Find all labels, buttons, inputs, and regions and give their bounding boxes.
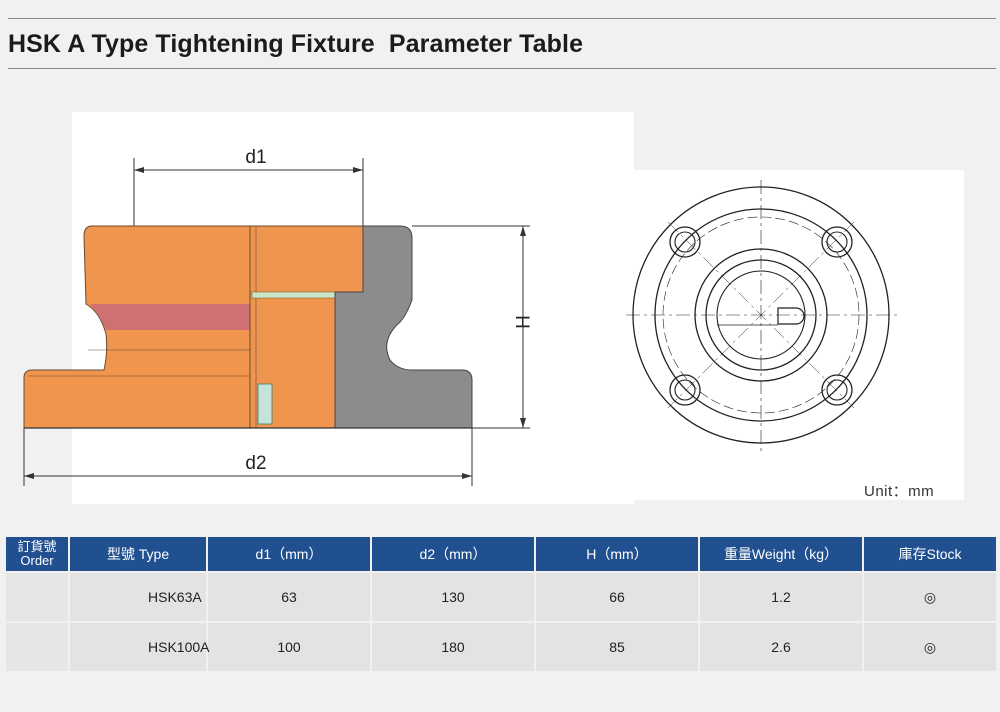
header-type: 型號 Type	[70, 537, 206, 571]
header-h: H（mm）	[536, 537, 698, 571]
top-view-drawing	[626, 180, 898, 452]
header-order-en: Order	[20, 553, 54, 568]
cell-h: 85	[536, 623, 698, 671]
header-d1: d1（mm）	[208, 537, 370, 571]
cell-d2: 130	[372, 573, 534, 621]
cell-order	[6, 573, 68, 621]
page-title: HSK A Type Tightening Fixture Parameter …	[8, 30, 584, 58]
table-row: HSK100A 100 180 85 2.6 ◎	[6, 623, 996, 671]
cell-d1: 100	[208, 623, 370, 671]
header-d2: d2（mm）	[372, 537, 534, 571]
header-weight: 重量Weight（kg）	[700, 537, 862, 571]
cell-order	[6, 623, 68, 671]
cell-stock: ◎	[864, 623, 996, 671]
side-view-drawing: d1 H d2	[23, 147, 532, 486]
header-stock: 庫存Stock	[864, 537, 996, 571]
header-order: 訂貨號 Order	[6, 537, 68, 571]
top-rule	[8, 18, 996, 19]
table-row: HSK63A 63 130 66 1.2 ◎	[6, 573, 996, 621]
parameter-table: 訂貨號 Order 型號 Type d1（mm） d2（mm） H（mm） 重量…	[4, 535, 998, 673]
cell-d1: 63	[208, 573, 370, 621]
table-header-row: 訂貨號 Order 型號 Type d1（mm） d2（mm） H（mm） 重量…	[6, 537, 996, 571]
cell-stock: ◎	[864, 573, 996, 621]
header-order-zh: 訂貨號	[17, 539, 57, 554]
cell-h: 66	[536, 573, 698, 621]
cell-type: HSK100A	[70, 623, 209, 671]
title-underline	[8, 68, 996, 69]
cell-weight: 2.6	[700, 623, 862, 671]
cell-d2: 180	[372, 623, 534, 671]
h-dimension-label: H	[511, 315, 532, 329]
cell-type: HSK63A	[70, 573, 206, 621]
d2-dimension-label: d2	[245, 453, 266, 474]
d1-dimension-label: d1	[245, 147, 266, 168]
section-hatch	[334, 225, 473, 429]
cell-weight: 1.2	[700, 573, 862, 621]
unit-label: Unit：mm	[864, 483, 935, 500]
